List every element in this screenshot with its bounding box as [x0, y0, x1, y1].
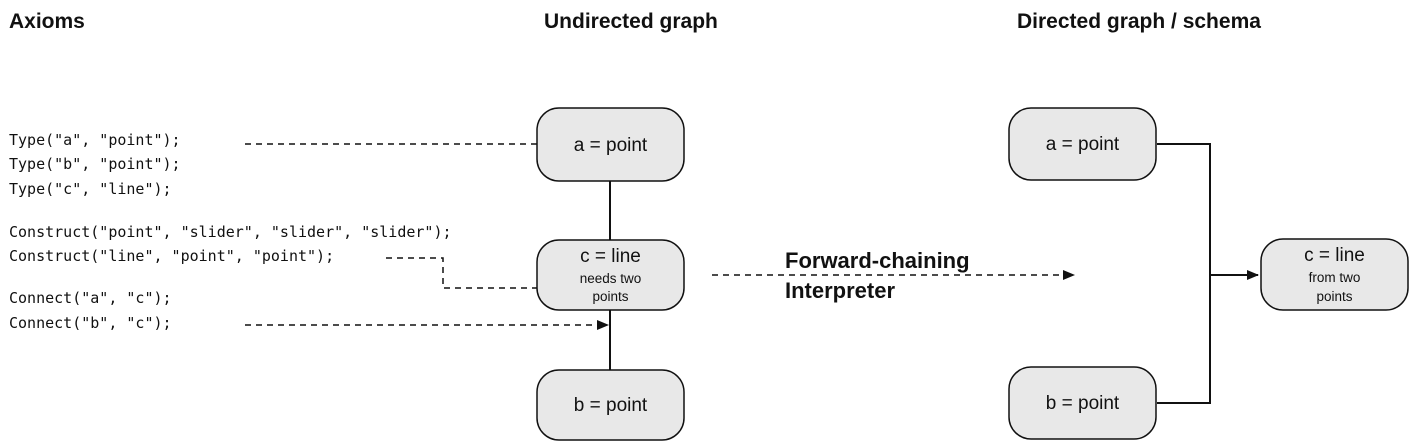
node-sublabel: points — [592, 289, 628, 304]
directed-graph-heading: Directed graph / schema — [1017, 10, 1261, 33]
node-label: a = point — [1046, 134, 1120, 155]
axiom-line: Type("a", "point"); — [9, 131, 181, 149]
axiom-line: Construct("line", "point", "point"); — [9, 247, 334, 265]
axiom-list: Type("a", "point"); Type("b", "point"); … — [9, 131, 452, 332]
axiom-line: Type("b", "point"); — [9, 155, 181, 173]
directed-node-b: b = point — [1008, 366, 1157, 440]
node-sublabel: from two — [1309, 270, 1361, 285]
interpreter-label-line1: Forward-chaining — [785, 248, 970, 273]
undirected-node-c: c = line needs two points — [536, 239, 685, 311]
axiom-line: Construct("point", "slider", "slider", "… — [9, 223, 452, 241]
node-label: c = line — [1304, 245, 1365, 266]
node-label: b = point — [1046, 393, 1120, 414]
node-sublabel: points — [1316, 289, 1352, 304]
node-label: a = point — [574, 135, 648, 156]
node-label: b = point — [574, 395, 648, 416]
axiom-line: Type("c", "line"); — [9, 180, 172, 198]
undirected-graph-heading: Undirected graph — [544, 10, 718, 33]
directed-node-a: a = point — [1008, 107, 1157, 181]
directed-node-c: c = line from two points — [1260, 238, 1409, 311]
interpreter-label-line2: Interpreter — [785, 278, 895, 303]
axiom-arrow-construct-line — [386, 257, 573, 293]
directed-edge-bracket — [1157, 143, 1211, 404]
node-label: c = line — [580, 246, 641, 267]
node-sublabel: needs two — [580, 271, 642, 286]
axiom-line: Connect("b", "c"); — [9, 314, 172, 332]
undirected-node-b: b = point — [536, 369, 685, 441]
axioms-heading: Axioms — [9, 10, 85, 33]
axiom-line: Connect("a", "c"); — [9, 289, 172, 307]
undirected-node-a: a = point — [536, 107, 685, 182]
